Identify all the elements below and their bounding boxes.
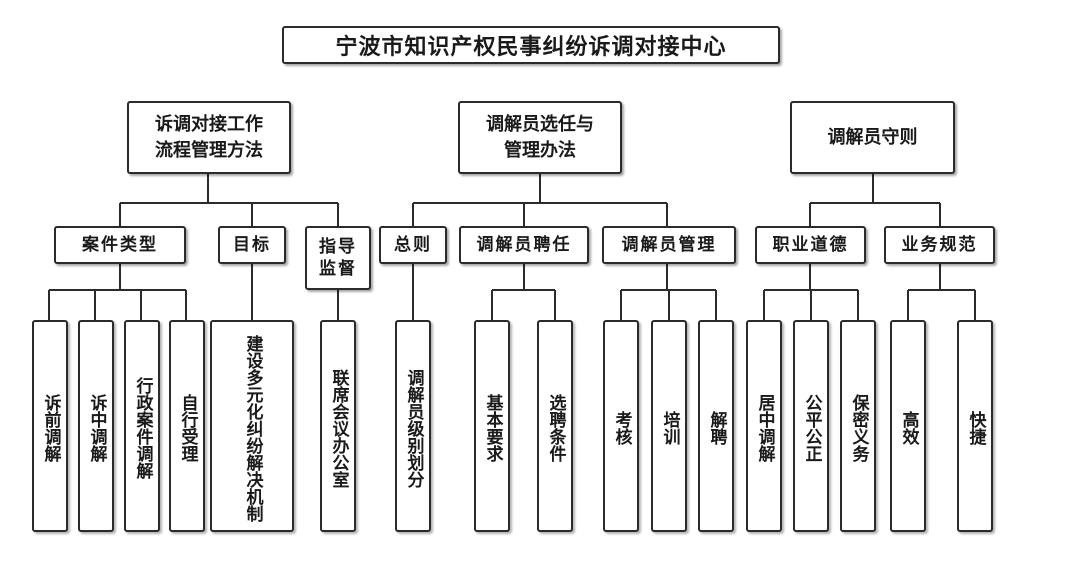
node-label: 调解员管理 (621, 235, 717, 255)
leaf-label: 诉前调解 (40, 394, 61, 462)
node-label-line1: 诉调对接工作 (155, 113, 263, 135)
root-node: 宁波市知识产权民事纠纷诉调对接中心 (282, 26, 780, 64)
leaf-label: 选聘条件 (545, 394, 566, 462)
node-label: 调解员聘任 (476, 235, 572, 255)
leaf-label: 快捷 (965, 411, 986, 445)
leaf-neutral-mediation: 居中调解 (746, 320, 782, 532)
node-mediator-selection: 调解员选任与 管理办法 (458, 101, 622, 174)
leaf-self-acceptance: 自行受理 (169, 320, 205, 532)
leaf-label: 解聘 (706, 411, 727, 445)
node-label: 案件类型 (82, 235, 158, 255)
leaf-label: 保密义务 (848, 394, 869, 462)
leaf-label: 调解员级别划分 (403, 368, 424, 488)
node-mediator-management: 调解员管理 (602, 226, 736, 264)
node-goal: 目标 (218, 226, 286, 264)
leaf-label-col2: 纠纷解决机制 (242, 419, 263, 522)
leaf-efficiency: 高效 (890, 320, 926, 532)
leaf-label: 自行受理 (177, 394, 198, 462)
leaf-basic-requirements: 基本要求 (474, 320, 510, 532)
leaf-confidentiality: 保密义务 (840, 320, 876, 532)
node-label-line1: 调解员选任与 (486, 113, 594, 135)
leaf-label: 居中调解 (754, 394, 775, 462)
node-label: 职业道德 (772, 235, 849, 255)
leaf-fairness-justice: 公平公正 (793, 320, 829, 532)
node-case-types: 案件类型 (54, 226, 186, 264)
node-business-standards: 业务规范 (884, 226, 995, 264)
node-mediator-code: 调解员守则 (790, 101, 955, 174)
leaf-in-litigation-mediation: 诉中调解 (78, 320, 114, 532)
leaf-assessment: 考核 (603, 320, 639, 532)
node-label: 调解员守则 (827, 126, 918, 148)
root-title: 宁波市知识产权民事纠纷诉调对接中心 (335, 34, 727, 60)
leaf-joint-meeting-office: 联席会议办公室 (320, 320, 356, 532)
leaf-label: 基本要求 (482, 394, 503, 462)
leaf-diversified-dispute-resolution: 建设多元化 纠纷解决机制 (210, 320, 294, 532)
node-label: 目标 (233, 235, 271, 255)
leaf-selection-conditions: 选聘条件 (537, 320, 573, 532)
leaf-administrative-case-mediation: 行政案件调解 (124, 320, 160, 532)
node-procedure-method: 诉调对接工作 流程管理方法 (127, 101, 291, 174)
node-label-line2: 管理办法 (504, 139, 576, 161)
node-label: 总则 (394, 235, 432, 255)
node-label: 业务规范 (901, 235, 978, 255)
leaf-label-col1: 建设多元化 (242, 334, 263, 420)
leaf-mediator-level-division: 调解员级别划分 (395, 320, 431, 532)
leaf-label: 联席会议办公室 (328, 368, 349, 488)
leaf-label: 培训 (659, 411, 680, 445)
node-label-line2: 流程管理方法 (155, 139, 263, 161)
node-general-rules: 总则 (379, 226, 447, 264)
leaf-training: 培训 (651, 320, 687, 532)
leaf-label: 考核 (611, 411, 632, 445)
leaf-label: 公平公正 (801, 394, 822, 462)
node-guidance-supervision: 指导 监督 (305, 226, 371, 290)
leaf-speed: 快捷 (957, 320, 993, 532)
leaf-label: 行政案件调解 (132, 377, 153, 479)
node-mediator-appointment: 调解员聘任 (459, 226, 589, 264)
node-professional-ethics: 职业道德 (755, 226, 866, 264)
leaf-pre-litigation-mediation: 诉前调解 (32, 320, 68, 532)
leaf-dismissal: 解聘 (698, 320, 734, 532)
node-label-line1: 指导 (319, 237, 357, 257)
node-label-line2: 监督 (319, 259, 357, 279)
leaf-label: 高效 (898, 411, 919, 445)
leaf-label: 诉中调解 (86, 394, 107, 462)
